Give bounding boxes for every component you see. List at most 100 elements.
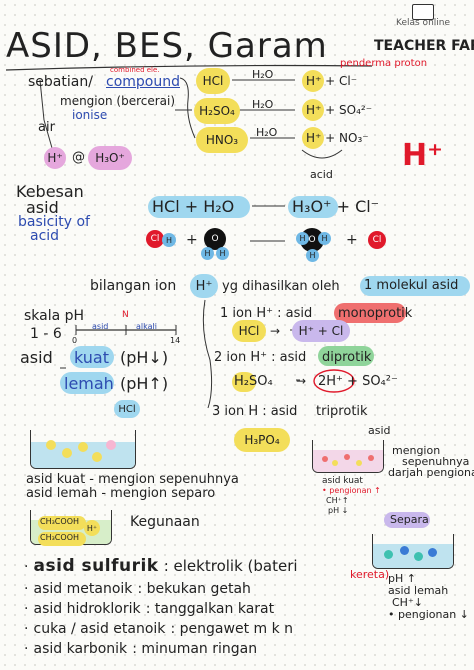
uses-kereta: kereta) xyxy=(350,568,390,581)
ph-asid-tick: asid xyxy=(92,322,109,331)
ch3cooh-bot: CH₃COOH xyxy=(40,533,80,542)
type-1-eq-b-bg: H⁺ + Cl xyxy=(292,320,350,342)
ion-dot xyxy=(428,548,437,557)
ph-n-mark: N xyxy=(122,310,129,320)
use-desc-1: : elektrolik (bateri xyxy=(163,557,298,575)
atom-h-2: H xyxy=(201,247,214,260)
h3o-text: H₃O⁺ xyxy=(95,151,125,165)
h-plus-bubble-3 xyxy=(302,127,324,149)
weak-h-plus: H⁺ xyxy=(84,520,100,536)
atom-h-2-text: H xyxy=(204,249,211,258)
atom-h-6-text: H xyxy=(309,251,316,260)
bullet: · xyxy=(24,621,29,637)
ion-dot xyxy=(46,440,56,450)
use-desc-5: : minuman ringan xyxy=(132,641,258,657)
mengion-b: sepenuhnya xyxy=(402,455,470,468)
uses-heading: Kegunaan xyxy=(130,514,200,530)
type-2-label: 2 ion H⁺ : asid xyxy=(214,350,307,365)
ion-dot xyxy=(322,456,328,462)
beaker-asid-tag: asid xyxy=(368,424,391,437)
use-desc-4: : pengawet m k n xyxy=(170,621,294,637)
type-3-eq: H₃PO₄ xyxy=(244,433,280,447)
plus-sign-2: + xyxy=(346,232,358,248)
ph-lemah: lemah xyxy=(64,374,114,393)
h3o-circle: H₃O⁺ xyxy=(88,146,132,170)
use-desc-2: : bekukan getah xyxy=(137,581,251,597)
ion-dot xyxy=(400,546,409,555)
definition-ion-text: H⁺ xyxy=(195,278,213,294)
type-3-label: 3 ion H : asid xyxy=(212,404,298,419)
definition-c: 1 molekul asid xyxy=(364,278,459,293)
type-1-label: 1 ion H⁺ : asid xyxy=(220,306,313,321)
water-label-1: H₂O xyxy=(252,68,274,81)
ch3cooh-top-bg xyxy=(38,516,86,530)
combined-note: combined ele. xyxy=(110,66,160,74)
hcl-text: HCl xyxy=(202,74,224,88)
beaker-kuat-mini-water xyxy=(313,450,383,472)
product-1: H⁺ + Cl⁻ xyxy=(306,74,358,88)
definition-c-highlight xyxy=(360,276,470,296)
type-2-word-highlight xyxy=(318,346,374,366)
ion-dot xyxy=(78,442,88,452)
ch3cooh-bot-bg xyxy=(38,532,86,546)
mengion-label: mengion (bercerai) xyxy=(60,94,176,108)
ion-dot xyxy=(92,452,102,462)
type-1-eq-a: HCl xyxy=(238,324,260,338)
water-label-2: H₂O xyxy=(252,98,274,111)
lemah-mini-b: asid lemah xyxy=(388,584,449,597)
basicity-of-label: basicity of xyxy=(18,214,90,230)
water-label-3: H₂O xyxy=(256,126,278,139)
atom-o-2-text: O xyxy=(308,235,316,245)
ion-dot xyxy=(106,440,116,450)
mengion-a: mengion xyxy=(392,444,441,457)
atom-cl-2: Cl xyxy=(368,231,386,249)
air-label: air xyxy=(38,120,55,135)
big-h-plus: H⁺ xyxy=(402,138,443,173)
use-desc-3: : tanggalkan karat xyxy=(145,601,275,617)
atom-cl-2-text: Cl xyxy=(372,235,382,245)
use-name-2: asid metanoik xyxy=(33,581,133,597)
type-2-eq-a: H₂SO₄ xyxy=(234,374,273,389)
ph-end: 14 xyxy=(170,336,181,345)
ion-dot xyxy=(344,454,350,460)
kuat-mini-c: CH⁺↑ xyxy=(326,496,349,505)
product-2: H⁺ + SO₄²⁻ xyxy=(306,103,373,117)
lemah-mini-c: CH⁺↓ xyxy=(392,596,423,609)
compound-label: compound xyxy=(106,74,180,90)
acid-label: acid xyxy=(310,168,333,181)
type-2-eq-a-bg xyxy=(232,372,256,392)
atom-h-1-text: H xyxy=(165,235,172,245)
ion-dot xyxy=(332,460,338,466)
use-row-3: · asid hidroklorik : tanggalkan karat xyxy=(24,598,274,617)
definition-b: yg dihasilkan oleh xyxy=(222,279,340,294)
atom-h-6: H xyxy=(306,249,319,262)
atom-cl-1-text: Cl xyxy=(150,234,160,244)
proton-donor-label: penderma proton xyxy=(340,58,428,69)
kuat-mini-b: • pengionan ↑ xyxy=(322,486,381,495)
kuat-mini-a: asid kuat xyxy=(322,476,363,486)
plus-sign-1: + xyxy=(186,232,198,248)
type-1-word-highlight xyxy=(334,303,406,323)
type-2-word: diprotik xyxy=(322,350,372,365)
atom-h-3: H xyxy=(216,247,229,260)
sebatian-label: sebatian/ xyxy=(28,74,93,90)
ph-kuat-asid: asid xyxy=(20,348,53,367)
product-3: H⁺ + NO₃⁻ xyxy=(306,131,369,145)
ion-dot xyxy=(414,552,423,561)
type-3-eq-bg: H₃PO₄ xyxy=(234,428,290,452)
ph-lemah-ph: (pH↑) xyxy=(120,374,169,393)
definition-ion-circle: H⁺ xyxy=(190,274,218,298)
ph-range: 1 - 6 xyxy=(30,326,62,342)
atom-o-1-text: O xyxy=(211,234,219,244)
beaker-hcl-tag: HCl xyxy=(114,400,140,418)
definition-a: bilangan ion xyxy=(90,278,177,294)
equation-right-highlight xyxy=(288,196,338,218)
arrow-1: → xyxy=(270,324,281,338)
atom-h-4-text: H xyxy=(299,234,306,243)
hcl-circle: HCl xyxy=(196,68,230,94)
separo-tag: Separa xyxy=(390,513,429,526)
h-plus-text: H⁺ xyxy=(47,151,63,165)
mengion-c: darjah pengionan xyxy=(388,466,474,479)
ch3cooh-top: CH₃COOH xyxy=(40,517,80,526)
